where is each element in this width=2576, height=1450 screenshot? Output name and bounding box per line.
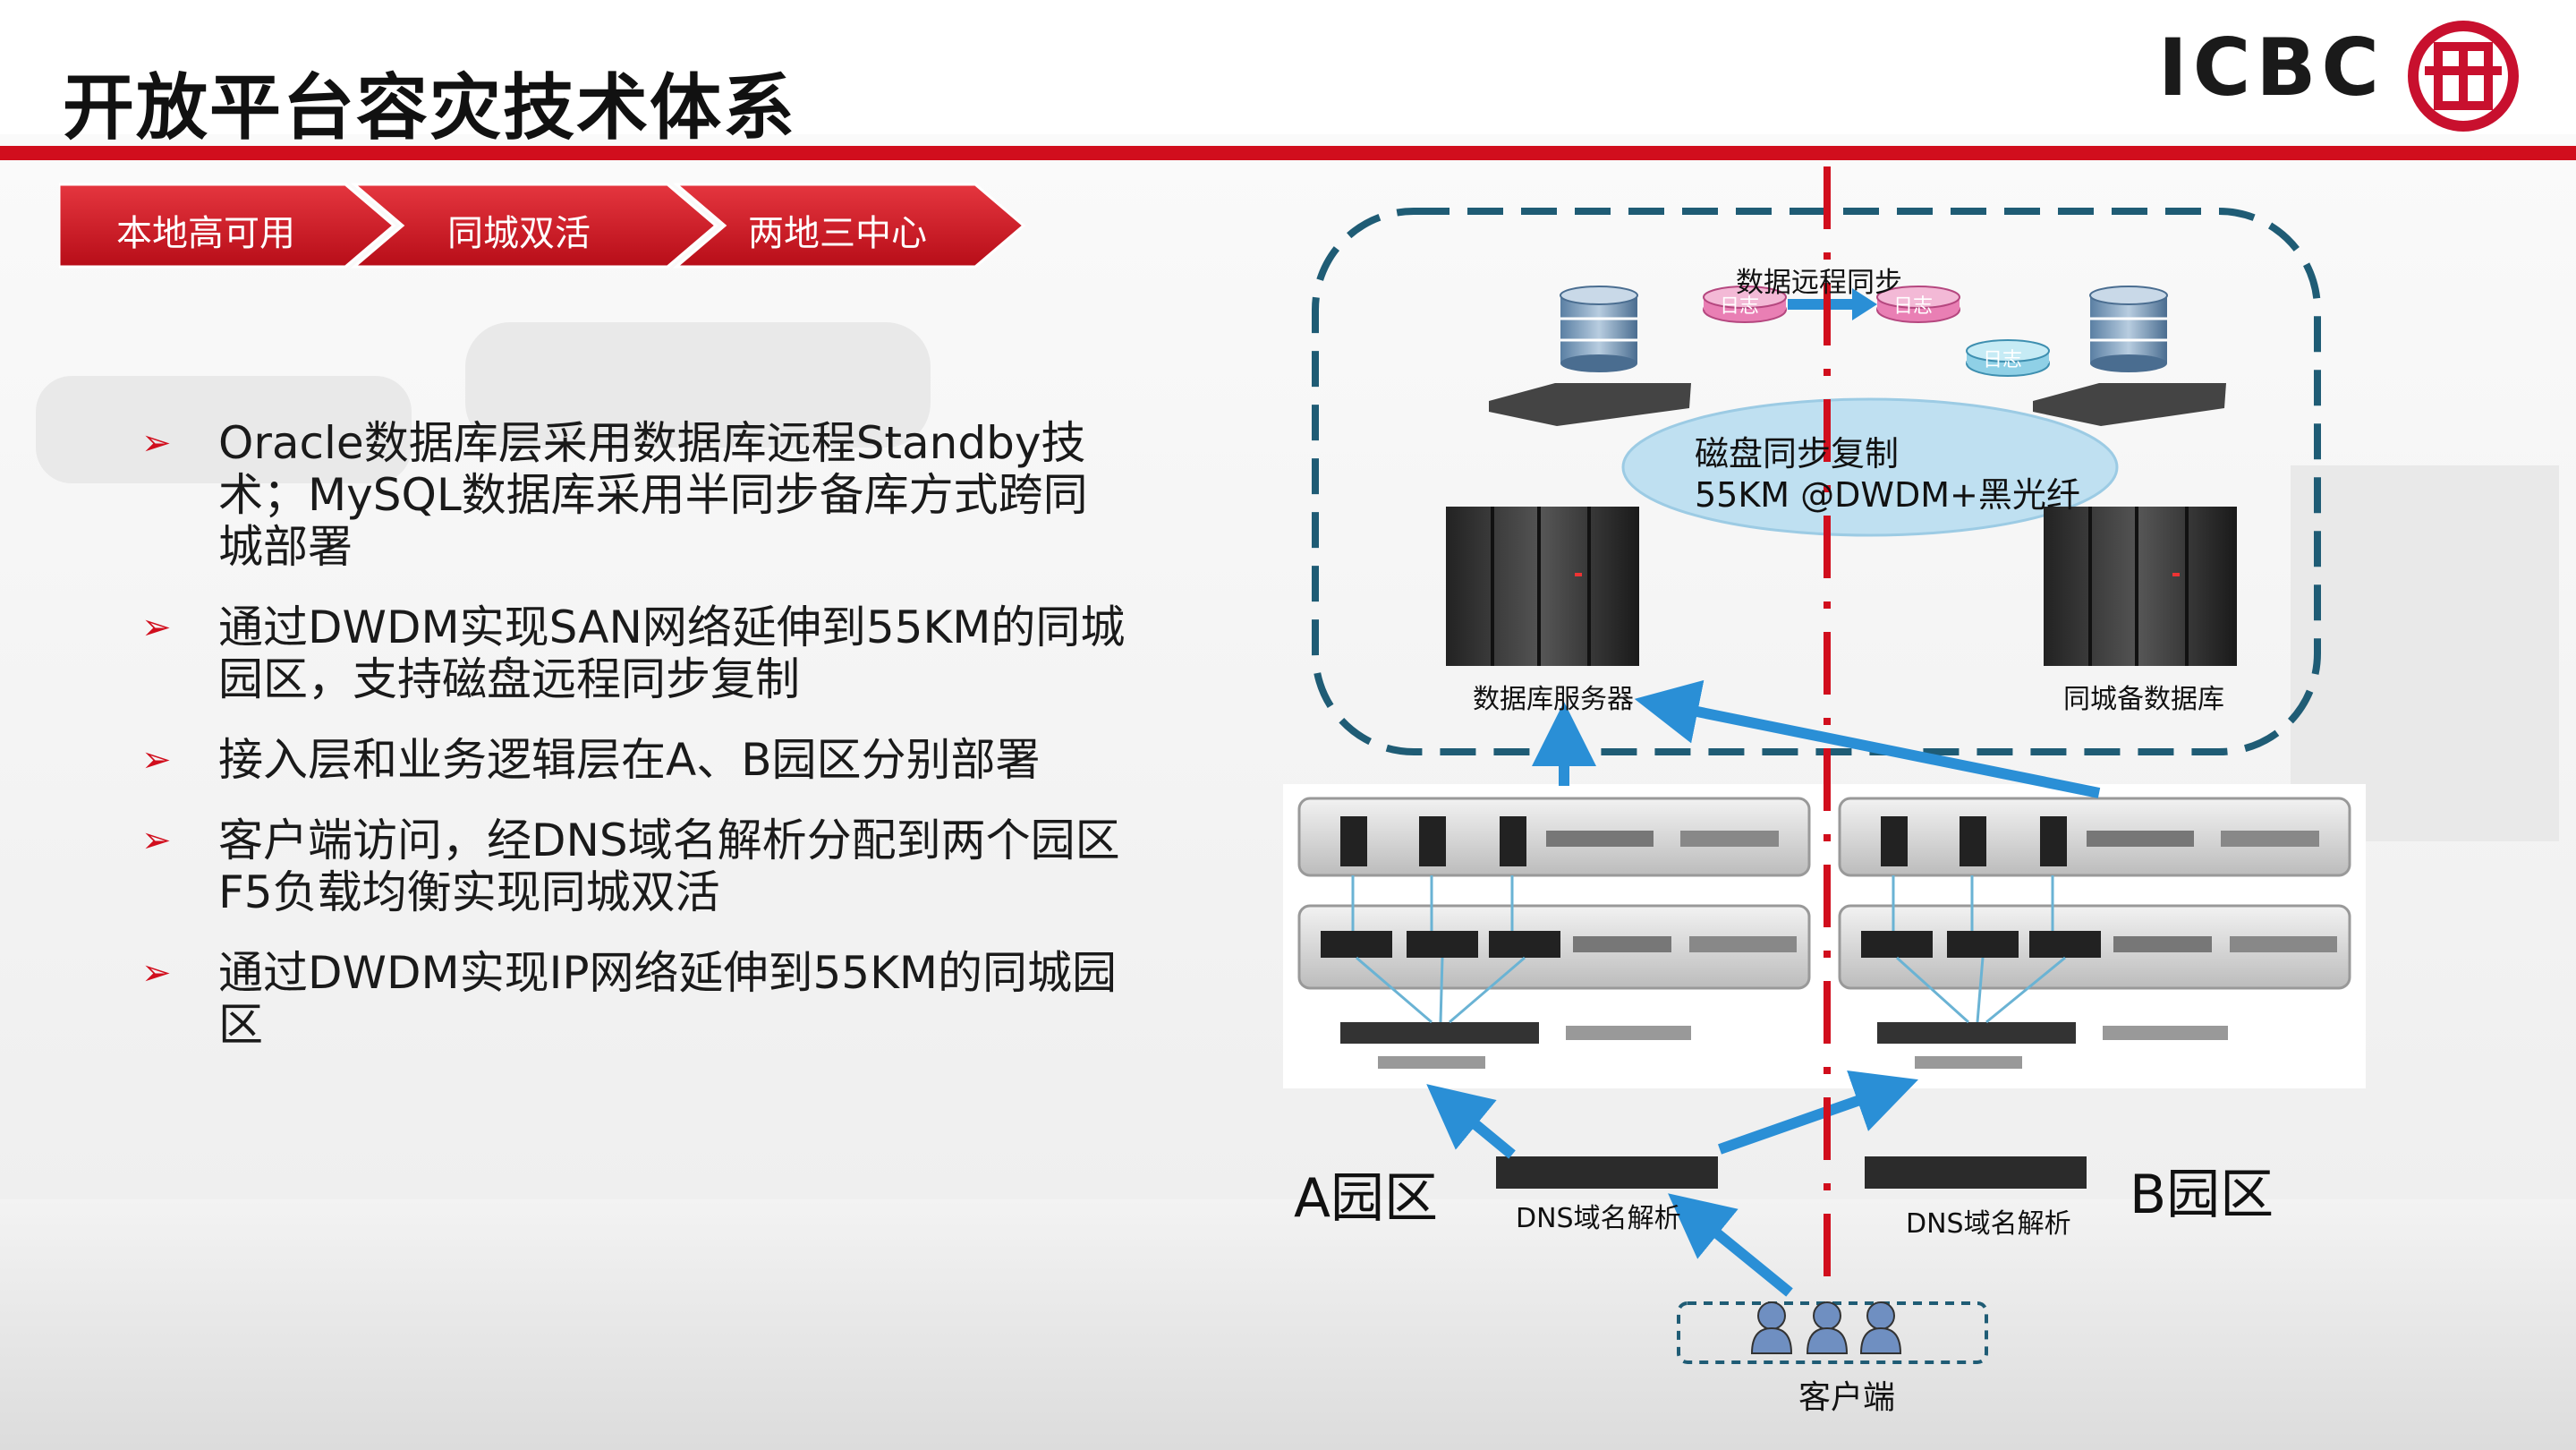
arrow-client-to-dns [1668, 1193, 1793, 1297]
disk-sync-label: 磁盘同步复制 [1695, 434, 1900, 473]
step-chevron [672, 183, 1025, 269]
step-chevron [59, 183, 396, 269]
disk-sync-ellipse [1621, 397, 2119, 537]
bullet-text: 客户端访问，经DNS域名解析分配到两个园区F5负载均衡实现同城双活 [218, 815, 1120, 918]
bullet-text: 通过DWDM实现SAN网络延伸到55KM的同城园区，支持磁盘远程同步复制 [218, 601, 1126, 705]
watermark-map [36, 376, 412, 483]
log-disk-standby [1966, 339, 2050, 377]
arrow-bullet-icon: ➢ [141, 739, 172, 780]
bullet-item: ➢ 接入层和业务逻辑层在A、B园区分别部署 [141, 734, 1127, 786]
arrow-bullet-icon: ➢ [141, 952, 172, 994]
bullet-item: ➢ Oracle数据库层采用数据库远程Standby技术；MySQL数据库采用半… [141, 417, 1127, 573]
title-divider [0, 146, 2576, 160]
step-local-ha[interactable]: 本地高可用 [116, 213, 295, 254]
log-disk-b [1876, 286, 1960, 323]
database-cylinder-b [2033, 286, 2226, 426]
storage-server-b [2044, 507, 2237, 666]
db-server-label: 数据库服务器 [1473, 684, 1634, 715]
step-chevrons [59, 183, 1025, 269]
remote-sync-label: 数据远程同步 [1736, 267, 1902, 299]
dns-label-a: DNS域名解析 [1516, 1203, 1681, 1234]
arrow-bullet-icon: ➢ [141, 820, 172, 861]
bullet-item: ➢ 通过DWDM实现SAN网络延伸到55KM的同城园区，支持磁盘远程同步复制 [141, 601, 1127, 705]
step-same-city-active[interactable]: 同城双活 [447, 213, 591, 254]
watermark-map [2291, 465, 2559, 841]
dns-label-b: DNS域名解析 [1906, 1208, 2071, 1240]
bullet-item: ➢ 通过DWDM实现IP网络延伸到55KM的同城园区 [141, 947, 1127, 1051]
bullet-text: Oracle数据库层采用数据库远程Standby技术；MySQL数据库采用半同步… [218, 417, 1088, 573]
app-rack-a [1297, 797, 1811, 1069]
client-user-icon [1859, 1301, 1902, 1354]
step-two-site-three-center[interactable]: 两地三中心 [748, 213, 927, 254]
icbc-seal-icon [2408, 21, 2519, 132]
client-label: 客户端 [1798, 1379, 1896, 1416]
zone-a-label: A园区 [1294, 1167, 1439, 1230]
client-user-icon [1750, 1301, 1793, 1354]
db-tier-boundary [1312, 208, 2321, 755]
icbc-logo-text: ICBC [2158, 21, 2385, 114]
client-user-icon [1806, 1301, 1849, 1354]
bullet-list: ➢ Oracle数据库层采用数据库远程Standby技术；MySQL数据库采用半… [141, 417, 1127, 1079]
disk-sync-distance-label: 55KM @DWDM+黑光纤 [1695, 475, 2080, 515]
arrow-app-b-to-db [1634, 679, 2101, 798]
bullet-item: ➢ 客户端访问，经DNS域名解析分配到两个园区F5负载均衡实现同城双活 [141, 815, 1127, 918]
step-chevron [350, 183, 718, 269]
log-disk-a [1703, 286, 1787, 323]
database-cylinder-a [1489, 286, 1691, 426]
arrow-dns-to-zone-a [1426, 1084, 1516, 1159]
watermark-map [465, 322, 931, 448]
page-title: 开放平台容灾技术体系 [63, 66, 796, 149]
dns-device-a [1496, 1156, 1718, 1189]
storage-server-a [1446, 507, 1639, 666]
log-label-standby: 日志 [1983, 349, 2023, 371]
dns-device-b [1865, 1156, 2087, 1189]
arrow-bullet-icon: ➢ [141, 607, 172, 648]
app-rack-b [1838, 797, 2351, 1069]
background-floor [0, 1199, 2576, 1450]
sync-arrow-icon [1788, 288, 1877, 320]
log-label-b: 日志 [1893, 295, 1934, 318]
standby-db-label: 同城备数据库 [2063, 684, 2224, 715]
zone-b-label: B园区 [2130, 1164, 2274, 1226]
arrow-dns-to-zone-b [1718, 1070, 1918, 1155]
arrow-bullet-icon: ➢ [141, 422, 172, 464]
bullet-text: 接入层和业务逻辑层在A、B园区分别部署 [218, 734, 1041, 786]
bullet-text: 通过DWDM实现IP网络延伸到55KM的同城园区 [218, 947, 1118, 1051]
log-label-a: 日志 [1720, 295, 1760, 318]
